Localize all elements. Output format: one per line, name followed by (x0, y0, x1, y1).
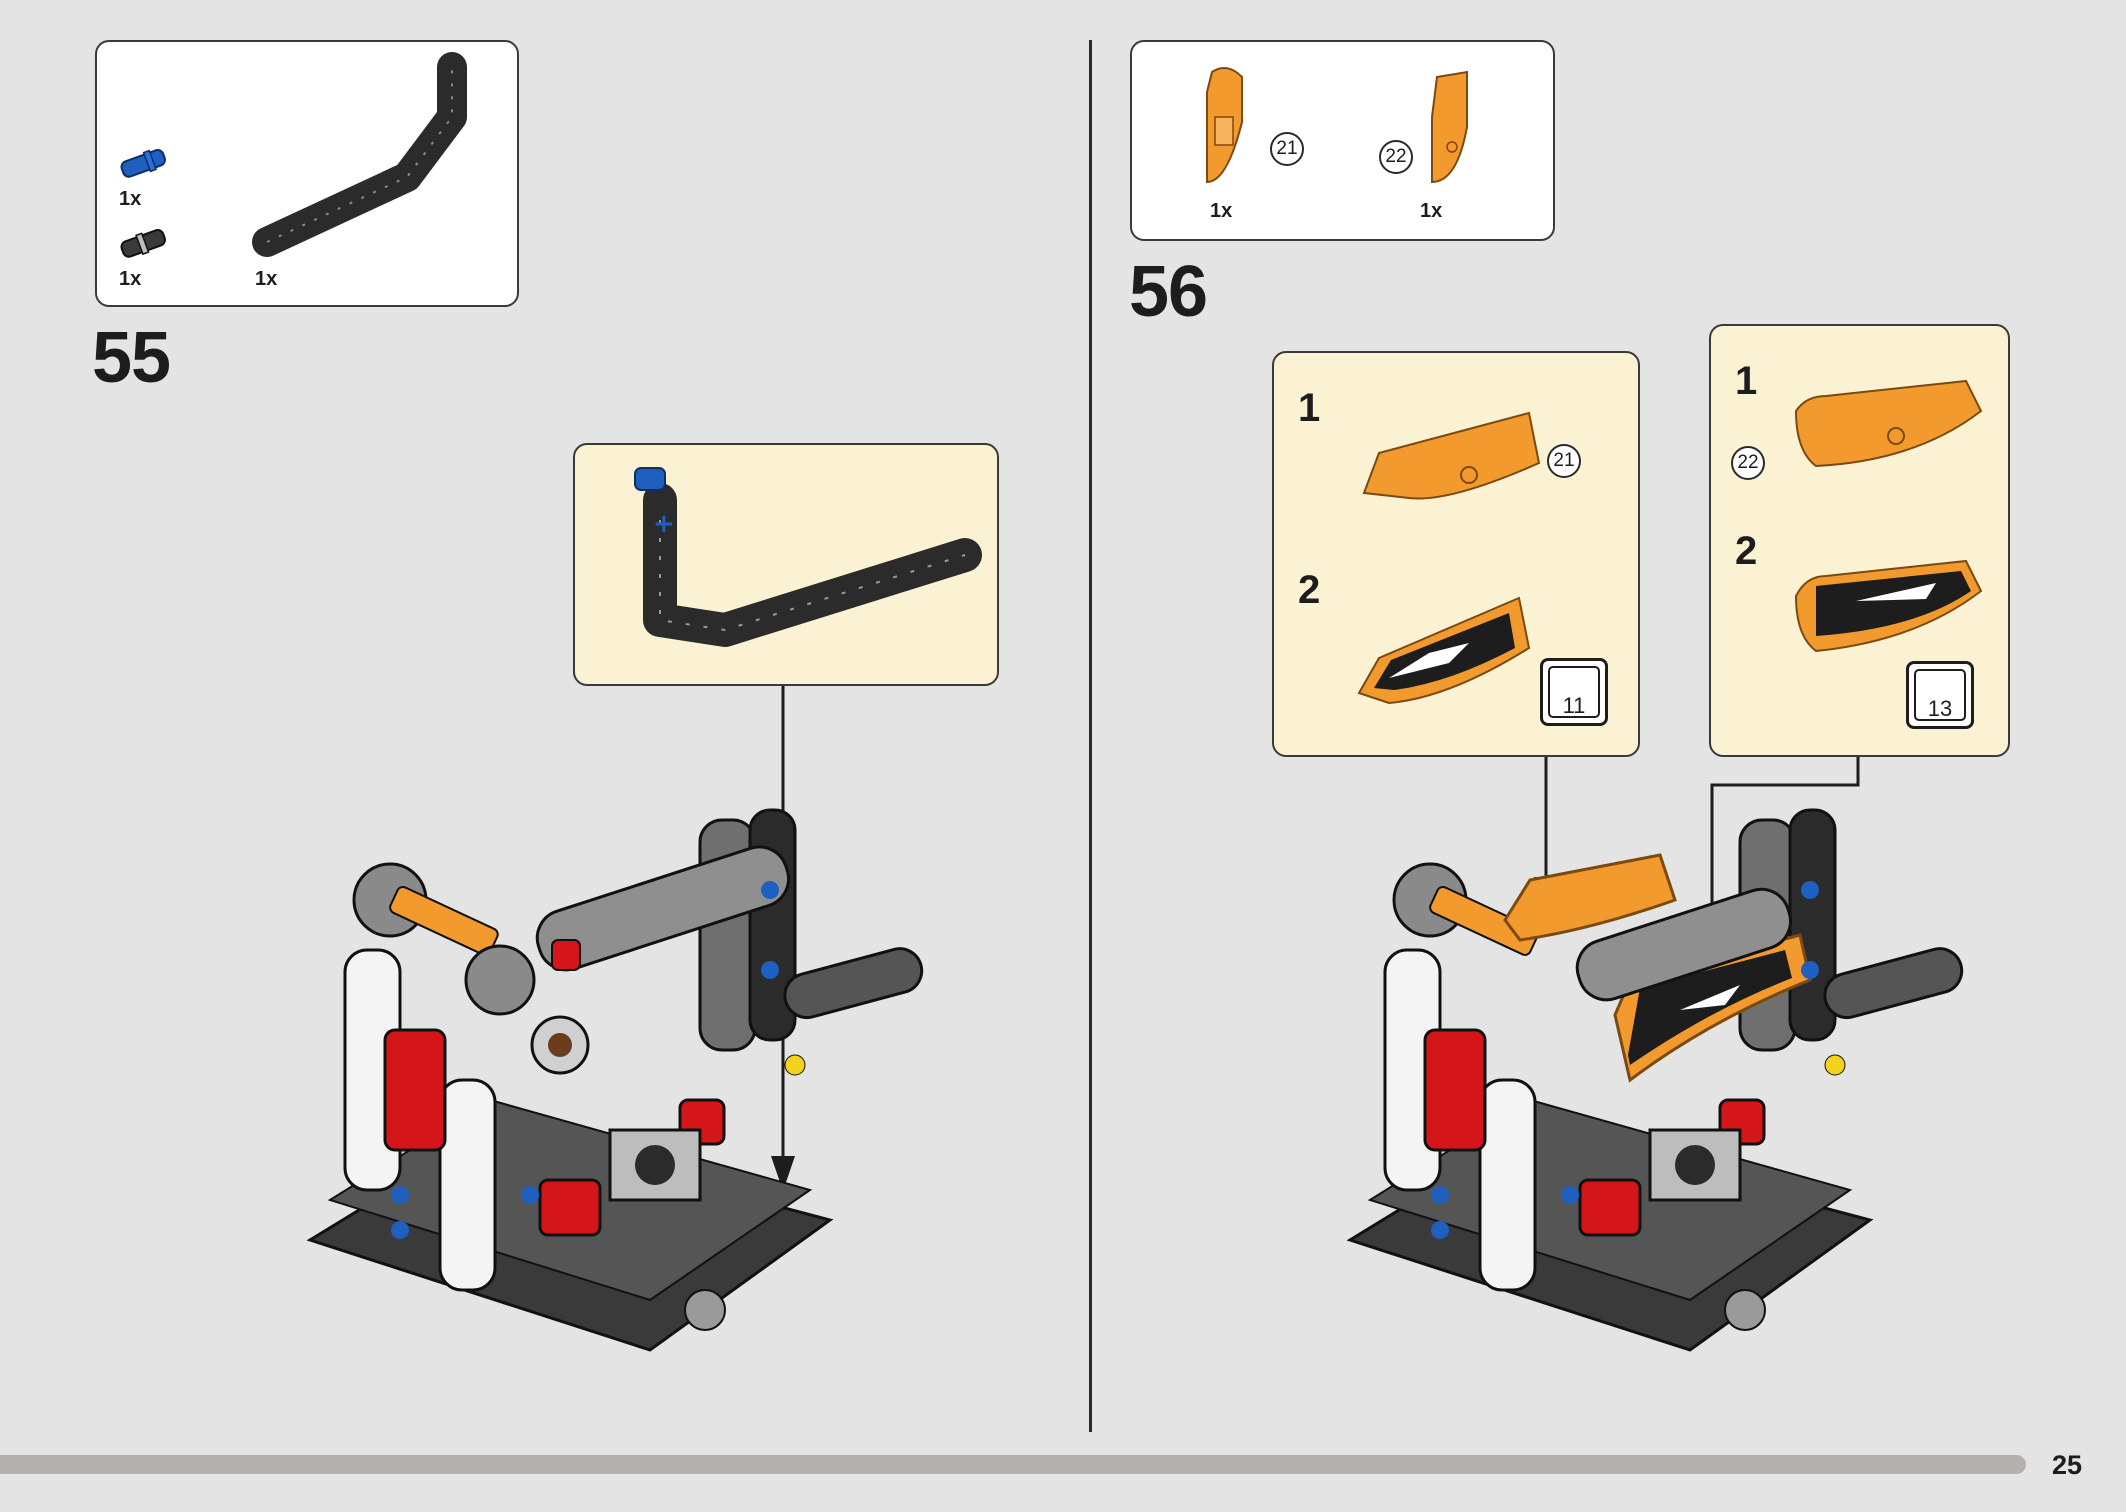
parts-list-step-55: 1x 1x 1x (95, 40, 519, 307)
stickered-panel-a-icon (1357, 596, 1531, 705)
blue-axle-pin-icon (120, 149, 166, 178)
assembled-liftarm-icon: + (634, 467, 982, 647)
substep-b-1: 1 (1735, 359, 1758, 403)
callout-b-step-56: 1 22 2 13 (1709, 324, 2010, 757)
qty-orange-panel-22: 1x (1420, 200, 1443, 222)
orange-panel-b-icon (1794, 379, 1983, 468)
qty-blue-axle-pin: 1x (119, 188, 142, 210)
orange-panel-a-icon (1362, 411, 1541, 500)
model-step-55 (306, 808, 924, 1352)
ref-22: 22 (1379, 140, 1413, 174)
model-step-56 (1346, 808, 1964, 1352)
qty-orange-panel-21: 1x (1210, 200, 1233, 222)
orange-panel-22-icon (1431, 70, 1468, 184)
sticker-13: 13 (1906, 661, 1974, 729)
page-divider (1089, 40, 1092, 1432)
stickered-panel-b-icon (1794, 559, 1983, 653)
ref-b-22: 22 (1731, 446, 1765, 480)
page-number: 25 (2052, 1450, 2083, 1480)
substep-b-2: 2 (1735, 529, 1758, 573)
callout-step-55: + (573, 443, 999, 686)
svg-text:+: + (653, 509, 675, 539)
substep-a-2: 2 (1298, 568, 1321, 612)
orange-panel-21-icon (1206, 67, 1243, 184)
black-pin-connector-icon (120, 229, 166, 258)
step-number-56: 56 (1129, 252, 1208, 332)
sticker-11: 11 (1540, 658, 1608, 726)
substep-a-1: 1 (1298, 386, 1321, 430)
qty-black-bent-liftarm: 1x (255, 268, 278, 290)
footer-bar (0, 1455, 2026, 1474)
parts-list-step-56: 21 1x 22 1x (1130, 40, 1555, 241)
qty-black-pin-connector: 1x (119, 268, 142, 290)
callout-a-step-56: 1 21 2 11 (1272, 351, 1640, 757)
black-bent-liftarm-icon (252, 52, 467, 257)
ref-21: 21 (1270, 132, 1304, 166)
step-number-55: 55 (92, 318, 171, 398)
ref-a-21: 21 (1547, 444, 1581, 478)
